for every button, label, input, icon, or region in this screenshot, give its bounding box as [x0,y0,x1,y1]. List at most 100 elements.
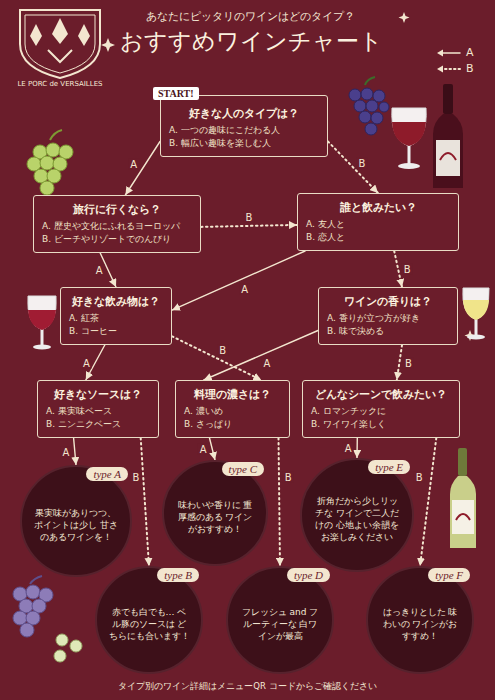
logo-text: LE PORC de VERSAILLES [8,80,112,88]
branch-connector [210,438,216,460]
branch-connector [420,438,436,566]
question-box: 好きな飲み物は？ A. 紅茶B. コーヒー [60,287,172,345]
question-heading: 誰と飲みたい？ [306,200,450,215]
option-text: B. 幅広い趣味を楽しむ人 [169,137,319,150]
chart-title: おすすめワインチャート [120,26,383,57]
option-text: B. 恋人と [306,231,450,244]
type-description: 味わいや香りに 重厚感のある ワインがおすすめ！ [174,499,256,535]
question-heading: 好きな飲み物は？ [69,294,163,309]
logo-shield [20,10,100,78]
type-tab: type F [428,568,470,582]
option-text: B. 味で決める [327,325,449,338]
option-text: A. 香りが立つ方が好き [327,312,449,325]
branch-label: B [402,264,413,275]
question-box: 誰と飲みたい？ A. 友人とB. 恋人と [297,193,459,251]
branch-label: B [244,211,255,222]
option-text: A. 紅茶 [69,312,163,325]
question-heading: 好きな人のタイプは？ [169,106,319,121]
type-circle: type B 赤でも白でも… ベル豚のソースは どちらにも合います！ [95,566,203,674]
question-box: 旅行に行くなら？ A. 歴史や文化にふれるヨーロッパB. ビーチやリゾートでのんび… [33,195,201,253]
type-tab: type E [368,460,410,474]
type-tab: type B [157,568,199,582]
branch-label: A [60,446,71,457]
branch-label: A [81,357,92,368]
red-wine-glass [28,296,56,350]
question-box: 料理の濃さは？ A. 濃いめB. さっぱり [175,380,290,438]
type-circle: type A果実味がありつつ、 ポイントは少し 甘さのあるワインを！ [20,465,132,577]
option-text: A. 果実味ベース [46,405,150,418]
option-text: B. さっぱり [184,418,281,431]
branch-label: A [261,358,272,369]
branch-connector [328,142,378,194]
footnote: タイプ別のワイン詳細はメニューQR コードからご確認ください [0,681,495,693]
branch-connector [172,336,261,380]
branch-connector [172,251,305,310]
type-circle: type C 味わいや香りに 重厚感のある ワインがおすすめ！ [162,460,268,566]
legend-sample [436,64,462,74]
branch-connector [279,438,281,566]
branch-label: B [403,357,414,368]
question-box: ワインの香りは？ A. 香りが立つ方が好きB. 味で決める [318,287,458,345]
type-description: フレッシュ and フルーティーな 白ワインが最高 [238,606,321,642]
type-tab: type A [86,467,128,481]
option-text: A. 一つの趣味にこだわる人 [169,124,319,137]
branch-label: A [94,265,105,276]
branch-connector [125,142,160,196]
branch-connector [141,438,149,566]
red-wine-bottle [433,84,463,188]
branch-label: B [130,472,141,483]
legend-text: B [466,62,474,75]
option-text: A. ロマンチックに [311,405,451,418]
option-text: A. 歴史や文化にふれるヨーロッパ [42,220,192,233]
branch-connector [397,345,402,380]
branch-connector [74,438,76,465]
branch-label: B [414,472,425,483]
option-text: A. 濃いめ [184,405,281,418]
type-description: 赤でも白でも… ベル豚のソースは どちらにも合います！ [107,606,190,642]
question-box: START!好きな人のタイプは？A. 一つの趣味にこだわる人B. 幅広い趣味を楽… [160,95,328,157]
branch-connector [204,331,318,381]
branch-label: B [217,345,228,356]
legend-entry: B [436,62,474,75]
branch-connector [356,438,358,458]
option-text: B. コーヒー [69,325,163,338]
branch-label: A [343,443,354,454]
type-description: 折角だから少しリッチな ワインで二人だけの 心地よい余韻を お楽しみください [313,495,401,543]
option-text: B. ビーチやリゾートでのんびり [42,233,192,246]
green-grapes [27,130,73,195]
legend-entry: A [436,46,474,59]
question-heading: ワインの香りは？ [327,294,449,309]
legend-text: A [466,46,474,59]
branch-label: A [198,444,209,455]
purple-grapes [13,576,53,637]
white-wine-bottle [450,448,476,548]
question-heading: 好きなソースは？ [46,387,150,402]
start-tab: START! [153,87,199,100]
type-tab: type D [287,568,330,582]
legend-sample [436,48,462,58]
question-box: どんなシーンで飲みたい？ A. ロマンチックにB. ワイワイ楽しく [302,380,460,438]
type-description: はっきりとした 味わいの ワインがおすすめ！ [378,606,461,642]
type-circle: type F はっきりとした 味わいの ワインがおすすめ！ [366,566,474,674]
white-wine-glass [463,288,489,340]
question-heading: 旅行に行くなら？ [42,202,192,217]
branch-label: B [357,158,368,169]
branch-label: A [239,283,250,294]
branch-label: B [283,472,294,483]
type-circle: type E 折角だから少しリッチな ワインで二人だけの 心地よい余韻を お楽しみ… [300,458,414,572]
type-tab: type C [222,462,264,476]
question-heading: どんなシーンで飲みたい？ [311,387,451,402]
type-circle: type D フレッシュ and フルーティーな 白ワインが最高 [226,566,334,674]
branch-connector [201,225,297,227]
option-text: B. ワイワイ楽しく [311,418,451,431]
subtitle: あなたにピッタリのワインはどのタイプ？ [120,10,380,24]
question-heading: 料理の濃さは？ [184,387,281,402]
purple-grapes [349,77,389,135]
green-grapes [54,634,82,662]
red-wine-glass [392,108,426,169]
option-text: A. 友人と [306,218,450,231]
question-box: 好きなソースは？ A. 果実味ベースB. ニンニクベース [37,380,159,438]
branch-label: A [128,159,139,170]
option-text: B. ニンニクベース [46,418,150,431]
